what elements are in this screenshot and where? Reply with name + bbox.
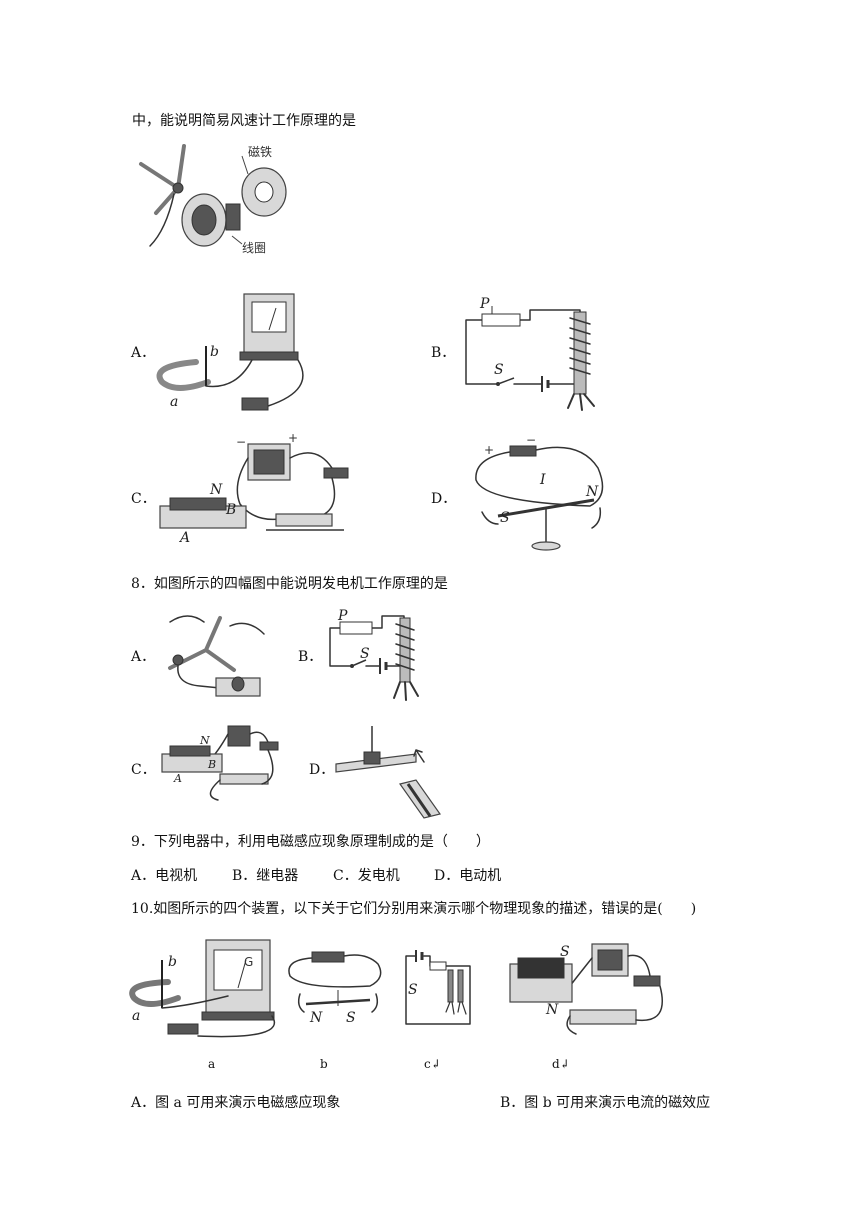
q10-caption-a: a [208,1057,216,1071]
q10a-label-g: G [244,955,253,969]
q8b-label-p: P [337,608,348,624]
q9-choice-c: C．发电机 [333,868,400,884]
q7c-label-b: B [225,502,236,518]
intro-text: 中，能说明简易风速计工作原理的是 [132,113,356,129]
q7a-label-b: b [210,344,219,360]
q10a-label-a: a [132,1008,140,1024]
q9-stem: 9．下列电器中，利用电磁感应现象原理制成的是（ ） [131,834,490,850]
q7-option-b-letter: B． [431,345,456,361]
coil-label: 线圈 [242,241,266,255]
q10-figure-c: S [400,942,476,1028]
q7c-label-plus: + [288,431,298,445]
fan-figure: 磁铁 线圈 [136,138,296,258]
q7-figure-b: P S [458,292,608,412]
q10-caption-d: d↲ [552,1057,570,1071]
q7c-label-minus: − [236,435,246,449]
q7c-label-a: A [178,530,190,546]
q10d-label-s: S [560,944,570,960]
q10d-label-n: N [545,1002,559,1018]
q7b-label-s: S [494,362,504,378]
q8c-label-b: B [207,758,216,771]
q10-figure-d: S N [506,938,666,1038]
q10-figure-a: b a G [128,936,282,1046]
q8-figure-c: N A B [158,722,282,806]
q9-choice-d: D．电动机 [434,868,502,884]
q8-figure-a [160,608,276,708]
q10a-label-b: b [168,954,177,970]
q8-figure-d [330,722,454,819]
q10-choice-b: B．图 b 可用来演示电流的磁效应 [500,1095,711,1111]
q10-choice-a: A．图 a 可用来演示电磁感应现象 [131,1095,341,1111]
q8b-label-s: S [360,646,370,662]
q10-caption-c: c↲ [424,1057,441,1071]
q10-stem: 10.如图所示的四个装置，以下关于它们分别用来演示哪个物理现象的描述，错误的是(… [131,901,697,917]
q9-choice-b: B．继电器 [232,868,299,884]
q7d-label-i: I [539,472,546,488]
q7-figure-d: + − I S N [470,432,620,556]
q8-option-c-letter: C． [131,762,156,778]
q7d-label-n: N [585,484,599,500]
q7d-label-s: S [500,510,510,526]
q10-caption-b: b [320,1057,328,1071]
q10c-label-s: S [408,982,418,998]
q7-option-a-letter: A． [131,345,156,361]
q7-option-d-letter: D． [431,491,457,507]
q8-figure-b: P S [324,608,428,704]
q8c-label-n: N [199,734,210,747]
magnet-label: 磁铁 [248,144,272,159]
q10-figure-b: N S [286,946,386,1026]
q8-stem: 8．如图所示的四幅图中能说明发电机工作原理的是 [131,576,448,592]
q7d-label-minus: − [526,433,536,447]
q9-choice-a: A．电视机 [131,868,198,884]
q8-option-a-letter: A． [131,649,156,665]
q7-option-c-letter: C． [131,491,156,507]
q7-figure-a: b a [156,290,306,416]
q7c-label-n: N [209,482,223,498]
q7a-label-a: a [170,394,178,410]
q8-option-b-letter: B． [298,649,323,665]
q7d-label-plus: + [484,443,494,457]
q8c-label-a: A [173,772,182,785]
q7-figure-c: − + N B A [156,431,356,548]
q10b-label-n: N [309,1010,323,1026]
q7b-label-p: P [479,296,490,312]
q8-option-d-letter: D． [309,762,335,778]
q10b-label-s: S [346,1010,356,1026]
